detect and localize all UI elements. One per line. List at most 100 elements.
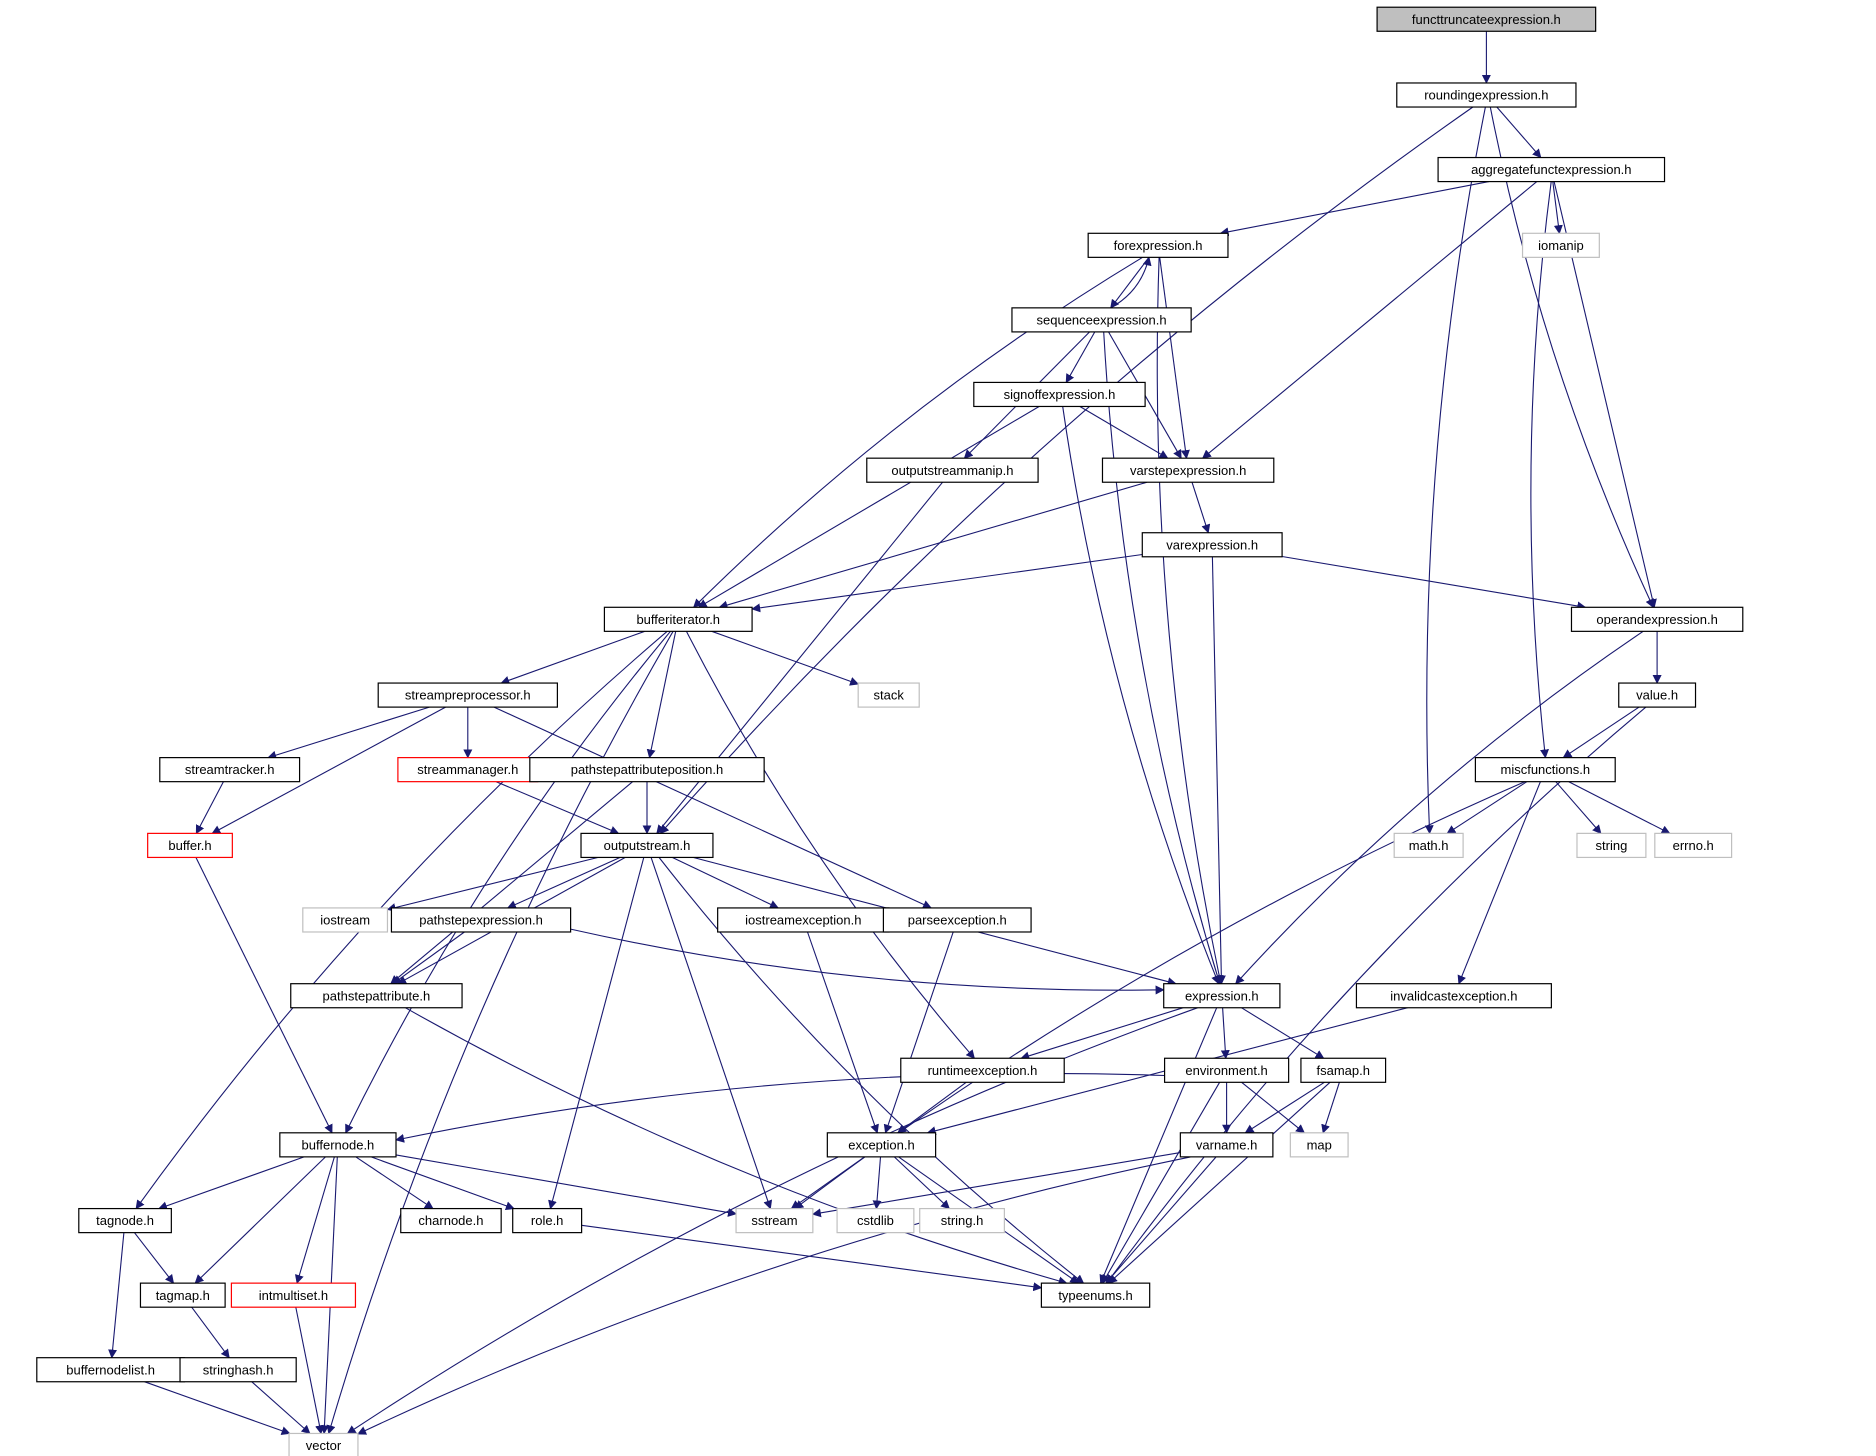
node-value[interactable]: value.h bbox=[1618, 682, 1697, 708]
node-sequenceexpression[interactable]: sequenceexpression.h bbox=[1011, 307, 1192, 333]
node-stack[interactable]: stack bbox=[857, 682, 920, 708]
edge-sequenceexpression-to-signoffexpression bbox=[1065, 331, 1096, 384]
node-sstream[interactable]: sstream bbox=[735, 1207, 814, 1234]
node-outputstreammanip[interactable]: outputstreammanip.h bbox=[866, 457, 1039, 483]
node-role[interactable]: role.h bbox=[512, 1207, 583, 1234]
node-tagmap[interactable]: tagmap.h bbox=[139, 1282, 226, 1308]
node-environment[interactable]: environment.h bbox=[1163, 1057, 1290, 1083]
node-label: bufferiterator.h bbox=[636, 612, 720, 627]
node-invalidcastexception[interactable]: invalidcastexception.h bbox=[1355, 983, 1552, 1009]
edge-expression-to-fsamap bbox=[1241, 1007, 1325, 1059]
edge-roundingexpression-to-outputstream bbox=[659, 106, 1474, 835]
edge-varexpression-to-bufferiterator bbox=[751, 553, 1143, 613]
edge-expression-to-typeenums bbox=[1099, 1007, 1218, 1284]
node-iostreamexception[interactable]: iostreamexception.h bbox=[717, 907, 890, 933]
node-aggregatefunctexpression[interactable]: aggregatefunctexpression.h bbox=[1437, 156, 1666, 183]
node-label: outputstream.h bbox=[604, 838, 691, 853]
node-box bbox=[1179, 1132, 1274, 1158]
node-runtimeexception[interactable]: runtimeexception.h bbox=[900, 1057, 1065, 1083]
edge-miscfunctions-to-mathh bbox=[1446, 781, 1528, 834]
node-box bbox=[1163, 1057, 1290, 1083]
node-box bbox=[866, 457, 1039, 483]
node-box bbox=[279, 1132, 397, 1158]
node-streampreprocessor[interactable]: streampreprocessor.h bbox=[377, 682, 558, 708]
node-streammanager[interactable]: streammanager.h bbox=[397, 757, 539, 783]
node-cstdlib[interactable]: cstdlib bbox=[836, 1207, 915, 1234]
node-signoffexpression[interactable]: signoffexpression.h bbox=[973, 381, 1146, 408]
node-box bbox=[529, 757, 765, 783]
node-buffernodelist[interactable]: buffernodelist.h bbox=[36, 1357, 186, 1383]
node-pathstepattributeposition[interactable]: pathstepattributeposition.h bbox=[529, 757, 765, 783]
node-box bbox=[1163, 983, 1281, 1009]
node-box bbox=[919, 1207, 1005, 1234]
nodes-layer: functtruncateexpression.hroundingexpress… bbox=[36, 6, 1744, 1456]
node-streamtracker[interactable]: streamtracker.h bbox=[159, 757, 301, 783]
node-label: vector bbox=[306, 1438, 342, 1453]
node-label: invalidcastexception.h bbox=[1390, 988, 1517, 1003]
edge-fsamap-to-typeenums bbox=[1108, 1081, 1331, 1284]
node-label: streamtracker.h bbox=[185, 762, 275, 777]
edge-operandexpression-to-expression bbox=[1235, 630, 1644, 985]
edge-varexpression-to-operandexpression bbox=[1282, 555, 1587, 611]
edge-environment-to-typeenums bbox=[1102, 1082, 1221, 1284]
node-miscfunctions[interactable]: miscfunctions.h bbox=[1474, 757, 1616, 783]
node-box bbox=[1011, 307, 1192, 333]
edge-sequenceexpression-to-forexpression bbox=[1110, 256, 1152, 309]
edge-signoffexpression-to-bufferiterator bbox=[697, 406, 1040, 608]
node-typeenums[interactable]: typeenums.h bbox=[1040, 1282, 1151, 1308]
edge-buffernode-to-tagmap bbox=[194, 1156, 326, 1284]
node-errnoh[interactable]: errno.h bbox=[1654, 832, 1733, 859]
node-pathstepexpression[interactable]: pathstepexpression.h bbox=[390, 907, 572, 933]
node-label: pathstepattribute.h bbox=[323, 988, 431, 1003]
node-exception[interactable]: exception.h bbox=[826, 1132, 937, 1158]
edge-roundingexpression-to-aggregatefunctexpression bbox=[1496, 106, 1542, 159]
edge-aggregatefunctexpression-to-miscfunctions bbox=[1530, 181, 1552, 759]
node-stringhash[interactable]: stringhash.h bbox=[179, 1357, 297, 1383]
edge-exception-to-cstdlib bbox=[872, 1156, 882, 1210]
node-box bbox=[377, 682, 558, 708]
node-box bbox=[1040, 1282, 1151, 1308]
node-label: iostream bbox=[320, 913, 370, 928]
edge-tagmap-to-stringhash bbox=[191, 1306, 230, 1359]
node-label: cstdlib bbox=[857, 1213, 894, 1228]
edge-varname-to-typeenums bbox=[1105, 1156, 1217, 1284]
node-charnode[interactable]: charnode.h bbox=[400, 1207, 502, 1234]
node-buffernode[interactable]: buffernode.h bbox=[279, 1132, 397, 1158]
edge-streampreprocessor-to-streamtracker bbox=[267, 706, 430, 760]
node-pathstepattribute[interactable]: pathstepattribute.h bbox=[290, 983, 463, 1009]
node-bufferiterator[interactable]: bufferiterator.h bbox=[603, 606, 753, 632]
node-stringh[interactable]: string.h bbox=[919, 1207, 1005, 1234]
node-string[interactable]: string bbox=[1576, 832, 1647, 859]
node-fsamap[interactable]: fsamap.h bbox=[1300, 1057, 1387, 1083]
node-parseexception[interactable]: parseexception.h bbox=[882, 907, 1032, 933]
edge-outputstream-to-role bbox=[548, 857, 645, 1210]
node-label: fsamap.h bbox=[1317, 1063, 1370, 1078]
node-outputstream[interactable]: outputstream.h bbox=[580, 832, 714, 859]
node-label: sstream bbox=[751, 1213, 797, 1228]
edge-buffer-to-buffernode bbox=[195, 857, 333, 1134]
node-label: string bbox=[1596, 838, 1628, 853]
edge-pathstepexpression-to-pathstepattribute bbox=[392, 931, 465, 985]
node-intmultiset[interactable]: intmultiset.h bbox=[230, 1282, 357, 1308]
node-roundingexpression[interactable]: roundingexpression.h bbox=[1396, 82, 1577, 108]
edge-bufferiterator-to-streampreprocessor bbox=[500, 630, 645, 685]
node-tagnode[interactable]: tagnode.h bbox=[78, 1207, 172, 1234]
node-varname[interactable]: varname.h bbox=[1179, 1132, 1274, 1158]
node-map[interactable]: map bbox=[1289, 1132, 1349, 1158]
edge-varstepexpression-to-bufferiterator bbox=[718, 481, 1148, 610]
node-box bbox=[900, 1057, 1065, 1083]
node-expression[interactable]: expression.h bbox=[1163, 983, 1281, 1009]
node-iomanip[interactable]: iomanip bbox=[1521, 232, 1600, 258]
edge-sequenceexpression-to-expression bbox=[1103, 331, 1222, 985]
node-varstepexpression[interactable]: varstepexpression.h bbox=[1101, 457, 1275, 483]
node-label: tagmap.h bbox=[156, 1288, 210, 1303]
edge-buffernode-to-charnode bbox=[355, 1156, 434, 1210]
node-varexpression[interactable]: varexpression.h bbox=[1141, 532, 1283, 558]
node-vector[interactable]: vector bbox=[288, 1432, 359, 1456]
node-box bbox=[973, 381, 1146, 408]
node-forexpression[interactable]: forexpression.h bbox=[1087, 232, 1229, 258]
node-iostream[interactable]: iostream bbox=[302, 907, 389, 933]
node-operandexpression[interactable]: operandexpression.h bbox=[1570, 606, 1744, 632]
node-mathh[interactable]: math.h bbox=[1393, 832, 1464, 859]
node-buffer[interactable]: buffer.h bbox=[147, 832, 233, 859]
